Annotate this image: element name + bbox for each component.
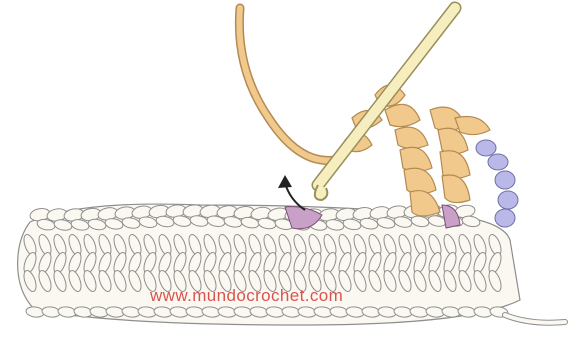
crochet-illustration (0, 0, 569, 345)
